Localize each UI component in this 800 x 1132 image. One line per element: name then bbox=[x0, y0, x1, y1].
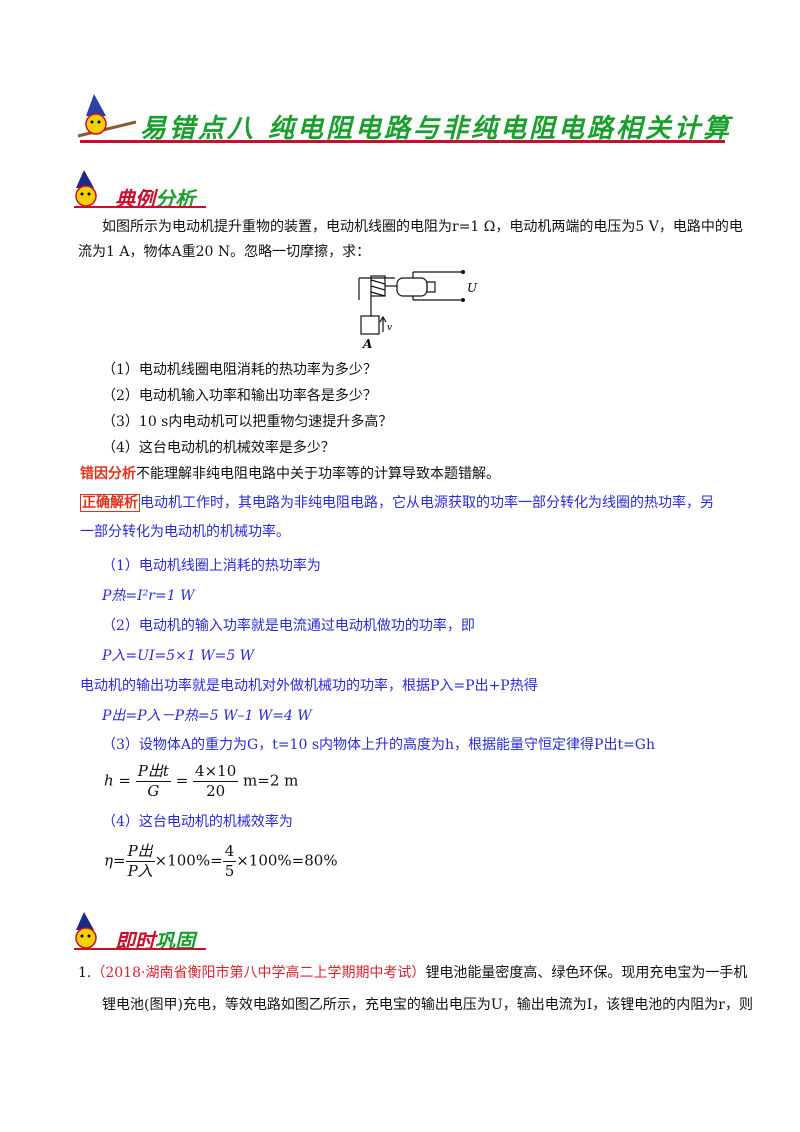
solution-eq-2: P入=UI=5×1 W=5 W bbox=[102, 648, 255, 664]
motor-circuit-figure: U A v bbox=[355, 270, 485, 354]
eq-h-den-1: G bbox=[147, 782, 160, 800]
eq-h-num-1: P出t bbox=[135, 762, 171, 782]
exercise-line-2: 锂电池(图甲)充电，等效电路如图乙所示，充电宝的输出电压为U，输出电流为I，该锂… bbox=[102, 997, 753, 1013]
wizard-mascot-icon bbox=[76, 92, 140, 146]
eq-eta-result: ×100%=80% bbox=[236, 851, 338, 870]
solution-eq-3: P出=P入－P热=5 W–1 W=4 W bbox=[102, 708, 312, 724]
title-underline bbox=[80, 140, 725, 143]
problem-line-1: 如图所示为电动机提升重物的装置，电动机线圈的电阻为r=1 Ω，电动机两端的电压为… bbox=[102, 219, 743, 235]
problem-line-2: 流为1 A，物体A重20 N。忽略一切摩擦，求： bbox=[78, 244, 371, 260]
solution-step-3: 电动机的输出功率就是电动机对外做机械功的功率，根据P入=P出+P热得 bbox=[80, 678, 538, 694]
exercise-line-1: 1.（2018·湖南省衡阳市第八中学高二上学期期中考试）锂电池能量密度高、绿色环… bbox=[78, 963, 747, 983]
exercise-number: 1. bbox=[78, 965, 92, 981]
exercise-source: （2018·湖南省衡阳市第八中学高二上学期期中考试） bbox=[91, 965, 426, 981]
solution-line-2: 一部分转化为电动机的机械功率。 bbox=[80, 524, 290, 540]
solution-step-4: （3）设物体A的重力为G，t=10 s内物体上升的高度为h，根据能量守恒定律得P… bbox=[102, 737, 655, 753]
eq-h-lhs: h = bbox=[104, 771, 131, 790]
figure-label-v: v bbox=[387, 323, 392, 333]
eq-h-den-2: 20 bbox=[206, 782, 226, 800]
solution-line-1: 正确解析电动机工作时，其电路为非纯电阻电路，它从电源获取的功率一部分转化为线圈的… bbox=[80, 493, 714, 513]
section-underline bbox=[74, 206, 206, 208]
solution-step-2: （2）电动机的输入功率就是电流通过电动机做功的功率，即 bbox=[102, 618, 475, 634]
question-3: （3）10 s内电动机可以把重物匀速提升多高？ bbox=[102, 414, 393, 430]
eq-eta-num-2: 4 bbox=[222, 842, 237, 862]
error-analysis: 错因分析不能理解非纯电阻电路中关于功率等的计算导致本题错解。 bbox=[80, 464, 500, 484]
section2-underline bbox=[74, 948, 206, 950]
question-1: （1）电动机线圈电阻消耗的热功率为多少？ bbox=[102, 362, 377, 378]
eq-eta-num-1: P出 bbox=[125, 842, 155, 862]
solution-eq-1: P热=I²r=1 W bbox=[102, 588, 195, 604]
wizard-section-icon bbox=[70, 170, 114, 214]
eq-eta-den-1: P入 bbox=[127, 862, 153, 880]
eq-h-num-2: 4×10 bbox=[193, 762, 239, 782]
error-analysis-tag: 错因分析 bbox=[80, 466, 136, 482]
eq-h-equals: = bbox=[175, 771, 189, 790]
question-2: （2）电动机输入功率和输出功率各是多少？ bbox=[102, 388, 377, 404]
solution-tag: 正确解析 bbox=[80, 494, 140, 512]
wizard-section-icon-2 bbox=[70, 912, 114, 956]
exercise-text-1: 锂电池能量密度高、绿色环保。现用充电宝为一手机 bbox=[425, 965, 748, 981]
eq-eta-lhs: η= bbox=[104, 851, 126, 870]
figure-label-u: U bbox=[467, 281, 478, 295]
eq-eta-mid: ×100%= bbox=[154, 851, 223, 870]
error-analysis-text: 不能理解非纯电阻电路中关于功率等的计算导致本题错解。 bbox=[136, 466, 500, 482]
eq-eta-den-2: 5 bbox=[224, 862, 235, 880]
solution-step-1: （1）电动机线圈上消耗的热功率为 bbox=[102, 558, 321, 574]
solution-text-1: 电动机工作时，其电路为非纯电阻电路，它从电源获取的功率一部分转化为线圈的热功率，… bbox=[140, 495, 714, 511]
solution-step-5: （4）这台电动机的机械效率为 bbox=[102, 814, 293, 830]
eq-h-result: m=2 m bbox=[243, 771, 299, 790]
question-4: （4）这台电动机的机械效率是多少？ bbox=[102, 440, 335, 456]
figure-label-a: A bbox=[362, 337, 372, 350]
page-title: 易错点八 纯电阻电路与非纯电阻电路相关计算 bbox=[140, 114, 733, 144]
